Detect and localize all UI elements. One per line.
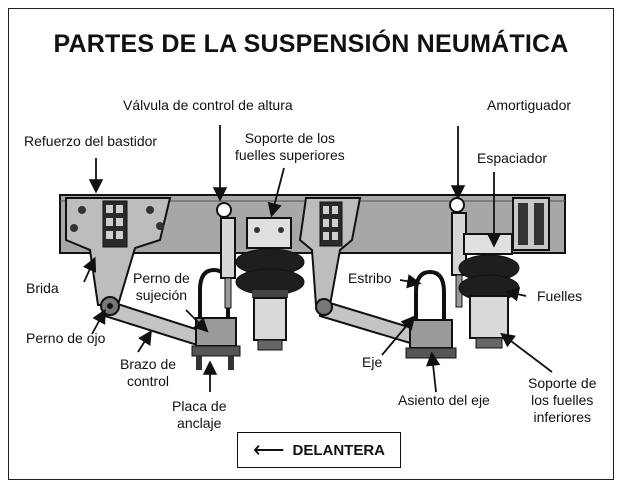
- label-brida: Brida: [26, 280, 59, 296]
- leader-fuelles: [504, 287, 527, 302]
- leader-perno-ojo: [91, 308, 106, 335]
- leader-asiento: [426, 351, 441, 393]
- leader-soporte-sup: [267, 167, 285, 218]
- label-valvula-control-altura: Válvula de control de altura: [123, 97, 293, 113]
- shock-absorber-front: [216, 202, 236, 309]
- label-asiento-eje: Asiento del eje: [398, 392, 490, 408]
- label-perno-ojo: Perno de ojo: [26, 330, 106, 346]
- frame-end-plate: [512, 197, 550, 251]
- axle-assembly-rear: [405, 269, 457, 359]
- label-placa-anclaje: Placa de anclaje: [172, 398, 227, 431]
- label-soporte-fuelles-inferiores: Soporte de los fuelles inferiores: [528, 375, 597, 425]
- label-perno-sujecion: Perno de sujeción: [133, 270, 190, 303]
- air-spring-front: [235, 217, 305, 351]
- axle-assembly-front: [191, 267, 241, 370]
- label-brazo-control: Brazo de control: [120, 356, 177, 389]
- leader-brida: [82, 256, 97, 283]
- leader-brazo: [137, 329, 152, 353]
- left-arrow-icon: ⟵: [252, 437, 285, 462]
- label-amortiguador: Amortiguador: [487, 97, 572, 113]
- leader-perno-sujecion: [185, 309, 209, 333]
- label-espaciador: Espaciador: [477, 150, 548, 166]
- label-refuerzo-bastidor: Refuerzo del bastidor: [24, 133, 158, 149]
- direction-indicator: ⟵ DELANTERA: [237, 432, 401, 468]
- leader-eje: [381, 315, 416, 356]
- leader-estribo: [399, 274, 422, 289]
- hanger-bracket-front: [65, 197, 172, 306]
- label-estribo: Estribo: [348, 270, 392, 286]
- label-soporte-fuelles-superiores: Soporte de los fuelles superiores: [235, 130, 345, 163]
- leader-soporte-inf: [500, 332, 553, 373]
- air-spring-rear: [458, 233, 520, 349]
- direction-label: DELANTERA: [292, 441, 386, 459]
- label-eje: Eje: [362, 354, 383, 370]
- label-fuelles: Fuelles: [537, 288, 583, 304]
- page-title: PARTES DE LA SUSPENSIÓN NEUMÁTICA: [53, 30, 569, 58]
- leader-lines: [82, 125, 553, 393]
